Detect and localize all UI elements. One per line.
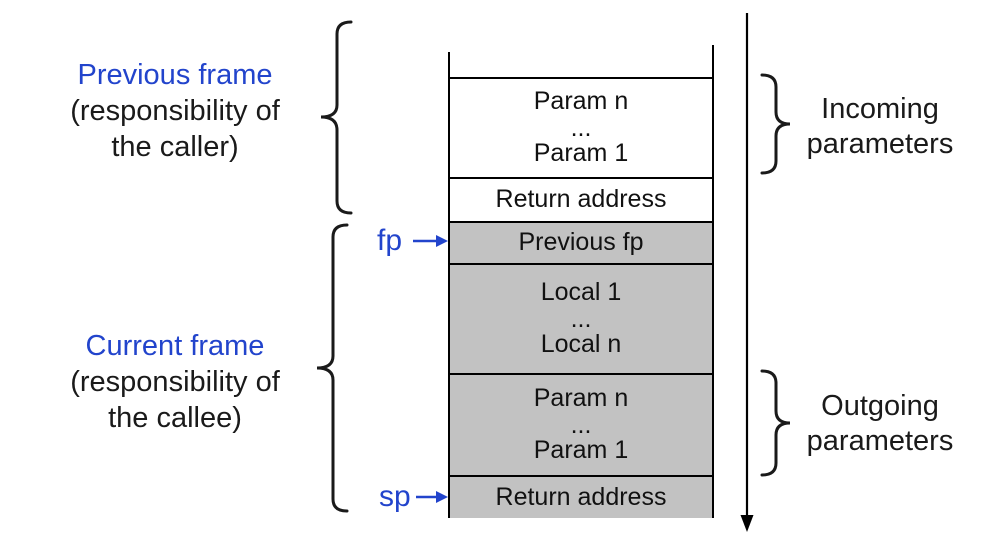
stack-box: Param n ... Param 1 Return address Previ… [448, 77, 714, 518]
stack-cell-return-address-caller: Return address [450, 177, 712, 221]
current-frame-sub2: the callee) [108, 402, 242, 434]
incoming-parameters-label: Incoming parameters [795, 92, 965, 162]
cell-line: Previous fp [518, 228, 644, 257]
outgoing-parameters-brace [760, 369, 791, 477]
stack-cell-incoming-params: Param n ... Param 1 [450, 77, 712, 177]
cell-line: Param 1 [533, 436, 629, 465]
incoming-line1: Incoming [821, 93, 939, 125]
ellipsis: ... [570, 410, 592, 439]
cell-line: Local n [540, 330, 622, 359]
current-frame-sub1: (responsibility of [70, 366, 280, 398]
stack-cell-previous-fp: Previous fp [450, 221, 712, 263]
fp-label: fp [377, 224, 403, 257]
ellipsis: ... [570, 304, 592, 333]
cell-line: Param n [533, 87, 629, 116]
stack-growth-arrow-icon [740, 13, 754, 532]
incoming-parameters-brace [760, 73, 791, 175]
incoming-line2: parameters [806, 128, 954, 160]
previous-frame-brace [320, 20, 353, 215]
cell-line: Param n [533, 384, 629, 413]
sp-arrow-icon [416, 491, 448, 503]
cell-line: Local 1 [540, 278, 622, 307]
fp-arrow-icon [413, 235, 448, 247]
previous-frame-sub1: (responsibility of [70, 95, 280, 127]
cell-line: Return address [495, 185, 667, 214]
outgoing-line1: Outgoing [821, 390, 939, 422]
previous-frame-title: Previous frame [77, 59, 273, 91]
outgoing-line2: parameters [806, 425, 954, 457]
previous-frame-label: Previous frame (responsibility of the ca… [25, 57, 325, 165]
stack-cell-return-address-callee: Return address [450, 475, 712, 518]
ellipsis: ... [570, 113, 592, 142]
stack-cell-outgoing-params: Param n ... Param 1 [450, 373, 712, 475]
sp-label: sp [379, 480, 411, 513]
stack-cell-locals: Local 1 ... Local n [450, 263, 712, 373]
outgoing-parameters-label: Outgoing parameters [795, 389, 965, 459]
current-frame-label: Current frame (responsibility of the cal… [25, 328, 325, 436]
previous-frame-sub2: the caller) [111, 131, 239, 163]
cell-line: Param 1 [533, 139, 629, 168]
current-frame-title: Current frame [85, 330, 265, 362]
cell-line: Return address [495, 482, 667, 511]
